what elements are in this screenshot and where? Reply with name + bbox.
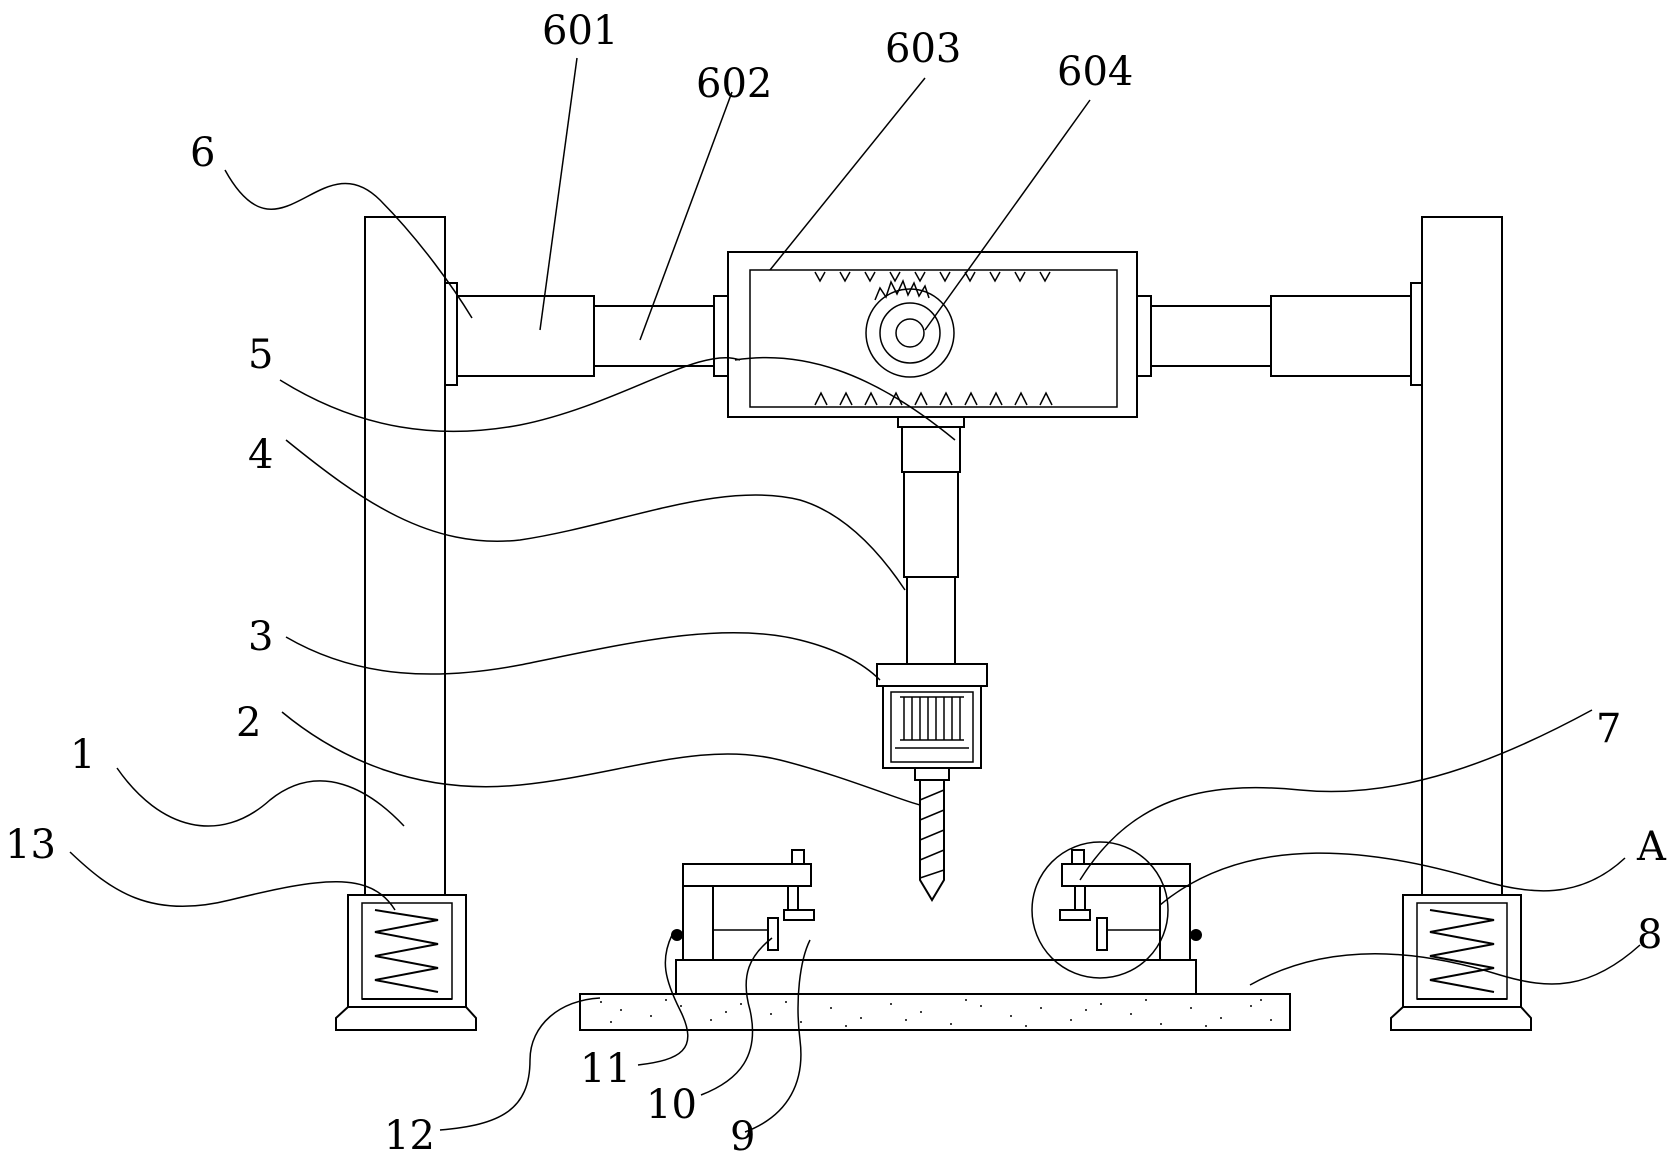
- label-5: 5: [248, 332, 273, 378]
- label-12: 12: [384, 1113, 435, 1159]
- drill-bit: [920, 780, 944, 900]
- label-2: 2: [236, 700, 261, 746]
- left-telescopic-arm: [445, 283, 728, 385]
- label-604: 604: [1057, 49, 1133, 95]
- right-column: [1422, 217, 1502, 897]
- label-6: 6: [190, 130, 215, 176]
- spindle-assembly: [898, 417, 964, 664]
- label-3: 3: [248, 614, 273, 660]
- left-foot: [336, 1007, 476, 1030]
- label-1: 1: [70, 732, 95, 778]
- right-foot: [1391, 1007, 1531, 1030]
- label-601: 601: [542, 8, 618, 54]
- label-603: 603: [885, 26, 961, 72]
- label-10: 10: [646, 1082, 697, 1128]
- drill-motor: [877, 664, 987, 780]
- label-4: 4: [248, 432, 273, 478]
- right-telescopic-arm: [1137, 283, 1422, 385]
- label-A: A: [1636, 824, 1667, 870]
- gear-box: [728, 252, 1137, 417]
- label-11: 11: [580, 1046, 631, 1092]
- left-column: [365, 217, 445, 897]
- left-spring-housing: [348, 895, 466, 1007]
- label-7: 7: [1596, 706, 1621, 752]
- label-9: 9: [730, 1114, 755, 1159]
- label-8: 8: [1637, 912, 1662, 958]
- label-602: 602: [696, 61, 772, 107]
- right-spring-housing: [1403, 895, 1521, 1007]
- label-13: 13: [5, 822, 56, 868]
